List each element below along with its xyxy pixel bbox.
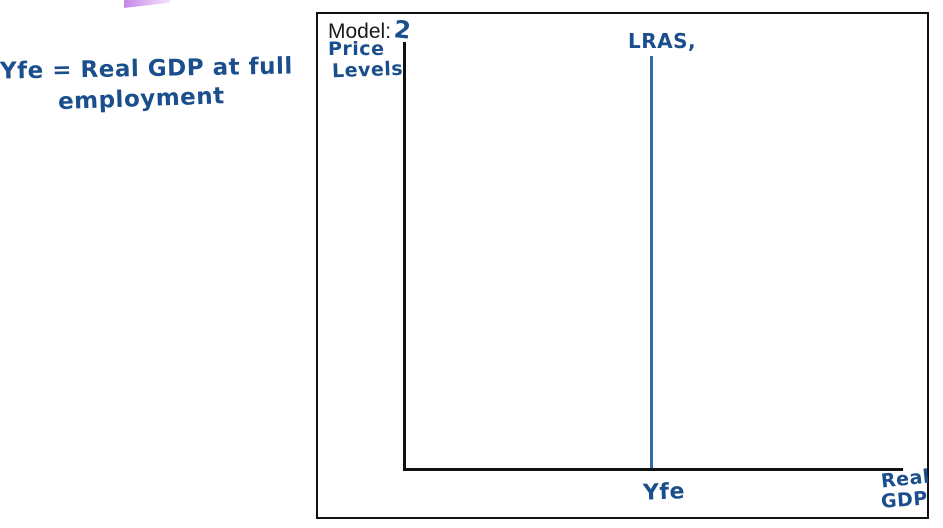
y-axis-line <box>403 42 406 468</box>
definition-note: Yfe = Real GDP at full employment <box>0 53 293 115</box>
lras-curve <box>650 56 653 468</box>
highlighter-mark <box>124 0 170 8</box>
model-label: Model: <box>328 20 392 43</box>
y-axis-label-line1: Price <box>328 38 385 60</box>
x-axis-label: Real GDP <box>880 466 931 513</box>
y-axis-label-line2: Levels <box>331 57 404 83</box>
x-axis-label-line2: GDP <box>880 487 929 513</box>
model-header: Model:2 <box>328 15 413 45</box>
y-axis-label: Price Levels <box>328 38 404 83</box>
x-axis-line <box>403 468 903 471</box>
note-line-1: Yfe = Real GDP at full <box>0 53 293 85</box>
x-tick-label-yfe: Yfe <box>642 479 686 506</box>
model-chart-frame: Model:2 Price Levels LRAS, Yfe Real GDP <box>316 12 931 519</box>
note-line-2: employment <box>57 83 226 116</box>
lras-curve-label: LRAS, <box>628 29 697 53</box>
